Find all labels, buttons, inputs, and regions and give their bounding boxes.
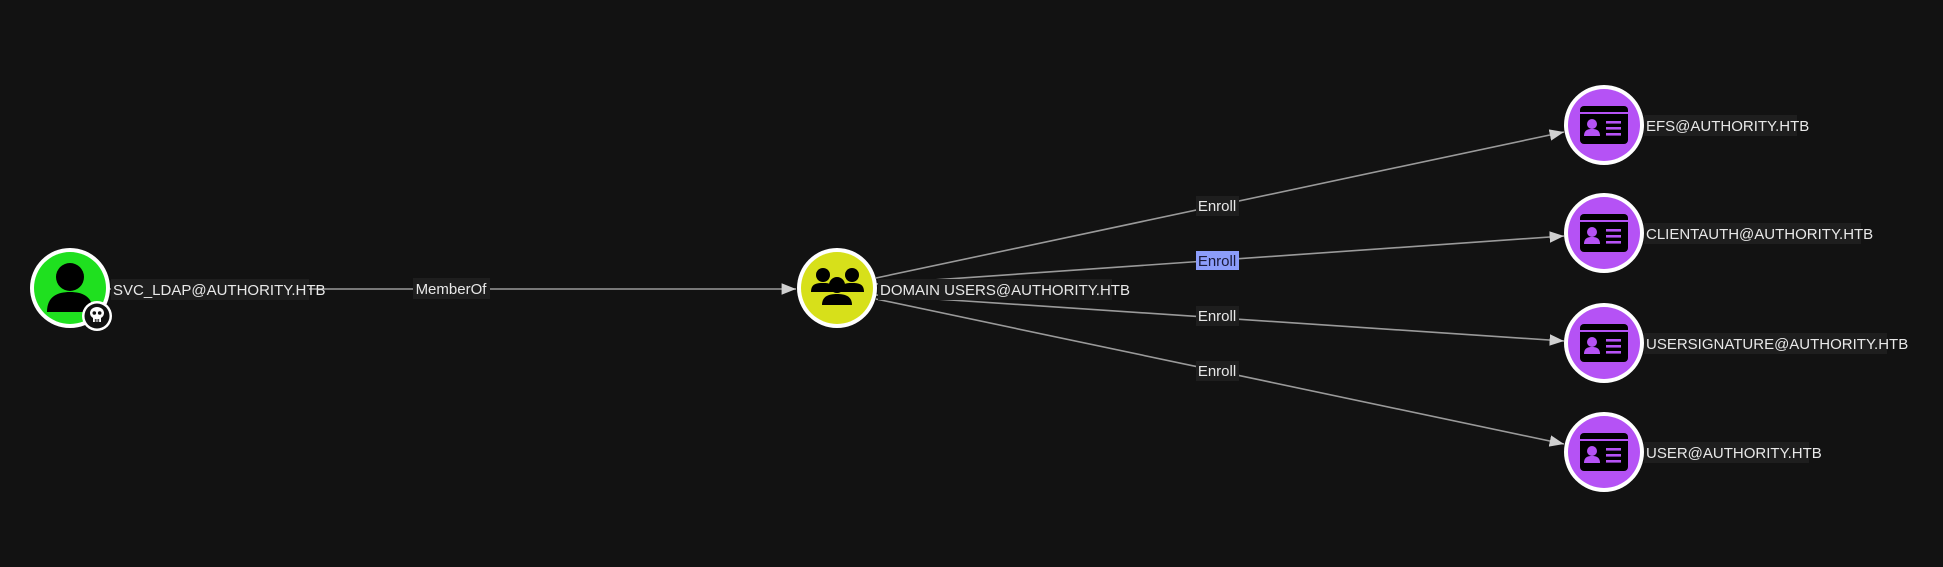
node-label-efs: EFS@AUTHORITY.HTB [1646, 118, 1809, 135]
edge-enroll-clientauth[interactable]: Enroll [875, 231, 1565, 285]
edge-label-enroll-usersignature: Enroll [1198, 308, 1236, 325]
skull-icon [82, 301, 112, 331]
node-label-clientauth: CLIENTAUTH@AUTHORITY.HTB [1646, 226, 1873, 243]
node-label-svc-ldap: SVC_LDAP@AUTHORITY.HTB [113, 282, 326, 299]
node-efs[interactable]: EFS@AUTHORITY.HTB [1564, 85, 1809, 165]
edge-label-enroll-efs: Enroll [1198, 198, 1236, 215]
certificate-template-icon [1580, 433, 1628, 471]
node-usersignature[interactable]: USERSIGNATURE@AUTHORITY.HTB [1564, 303, 1908, 383]
edge-enroll-efs[interactable]: Enroll [875, 129, 1565, 279]
node-domain-users[interactable]: DOMAIN USERS@AUTHORITY.HTB [797, 248, 1130, 328]
certificate-template-icon [1580, 214, 1628, 252]
user-icon [47, 263, 93, 312]
node-svc-ldap[interactable]: SVC_LDAP@AUTHORITY.HTB [30, 248, 326, 331]
edge-label-enroll-clientauth: Enroll [1198, 253, 1236, 270]
node-label-user-template: USER@AUTHORITY.HTB [1646, 445, 1822, 462]
certificate-template-icon [1580, 324, 1628, 362]
node-clientauth[interactable]: CLIENTAUTH@AUTHORITY.HTB [1564, 193, 1873, 273]
edge-label-enroll-user: Enroll [1198, 363, 1236, 380]
node-label-domain-users: DOMAIN USERS@AUTHORITY.HTB [880, 282, 1130, 299]
edge-memberof[interactable]: MemberOf [110, 278, 796, 299]
certificate-template-icon [1580, 106, 1628, 144]
node-label-usersignature: USERSIGNATURE@AUTHORITY.HTB [1646, 336, 1908, 353]
group-icon [811, 268, 864, 305]
edge-label-memberof: MemberOf [416, 281, 488, 298]
node-user-template[interactable]: USER@AUTHORITY.HTB [1564, 412, 1822, 492]
edge-enroll-usersignature[interactable]: Enroll [875, 294, 1565, 346]
edge-enroll-user[interactable]: Enroll [875, 298, 1565, 447]
